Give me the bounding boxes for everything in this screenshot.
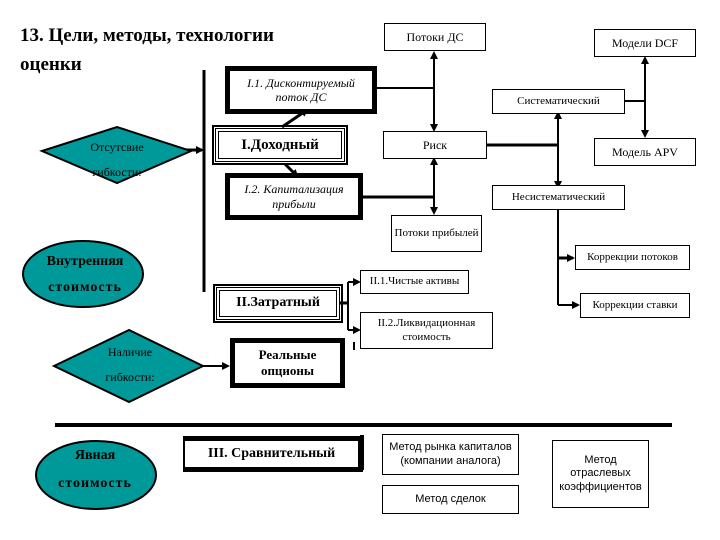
apv-model-box: Модель APV xyxy=(594,138,696,166)
dcf-method-box: I.1. Дисконтируемый поток ДС xyxy=(225,66,377,114)
deals-method-label: Метод сделок xyxy=(415,492,486,505)
title-line-1: 13. Цели, методы, технологии xyxy=(20,25,274,46)
capital-market-method-box: Метод рынка капиталов (компании аналога) xyxy=(382,434,519,475)
apv-model-label: Модель APV xyxy=(612,144,678,159)
liquidation-box: II.2.Ликвидационная стоимость xyxy=(360,312,493,349)
risk-label: Риск xyxy=(422,137,448,152)
explicit-line-1: Явная xyxy=(74,448,116,463)
systematic-box: Систематический xyxy=(492,89,625,114)
real-options-label: Реальные опционы xyxy=(258,347,317,378)
intrinsic-line-1: Внутренняя xyxy=(46,254,124,269)
rate-correction-box: Коррекции ставки xyxy=(580,293,690,318)
has-flex-line-1: Наличие xyxy=(107,345,153,359)
dcf-models-label: Модели DCF xyxy=(611,35,679,50)
capitalization-method-label: I.2. Капитализация прибыли xyxy=(244,182,344,211)
unsystematic-box: Несистематический xyxy=(492,185,625,210)
income-approach-box: I.Доходный xyxy=(212,125,348,165)
explicit-ellipse xyxy=(35,440,157,510)
explicit-line-2: стоимость xyxy=(58,476,132,491)
industry-ratios-method-label: Метод отраслевых коэффициентов xyxy=(559,454,642,493)
dcf-method-label: I.1. Дисконтируемый поток ДС xyxy=(247,75,355,104)
explicit-label: Явная стоимость xyxy=(35,448,155,492)
income-approach-label: I.Доходный xyxy=(241,137,319,153)
deals-method-box: Метод сделок xyxy=(382,485,519,514)
no-flex-line-1: Отсутсвие xyxy=(90,140,144,154)
cost-approach-label: II.Затратный xyxy=(236,295,320,311)
dcf-models-box: Модели DCF xyxy=(594,29,696,57)
has-flex-label: Наличие гибкости: xyxy=(70,345,190,385)
systematic-label: Систематический xyxy=(517,94,600,107)
real-options-box: Реальные опционы xyxy=(230,338,345,388)
industry-ratios-method-box: Метод отраслевых коэффициентов xyxy=(552,440,649,508)
title-line-2: оценки xyxy=(20,53,82,75)
no-flex-label: Отсутсвие гибкости: xyxy=(57,140,177,180)
cost-approach-box: II.Затратный xyxy=(213,284,343,323)
cash-flows-box: Потоки ДС xyxy=(384,23,486,51)
unsystematic-label: Несистематический xyxy=(511,190,606,203)
capitalization-method-box: I.2. Капитализация прибыли xyxy=(225,173,363,220)
has-flex-diamond xyxy=(51,328,206,404)
page-title: 13. Цели, методы, технологии оценки xyxy=(20,22,274,79)
intrinsic-label: Внутренняя стоимость xyxy=(25,254,145,296)
comparative-approach-box: III. Сравнительный xyxy=(183,436,363,472)
has-flex-line-2: гибкости: xyxy=(105,370,155,384)
capital-market-method-label: Метод рынка капиталов (компании аналога) xyxy=(389,441,512,467)
intrinsic-ellipse xyxy=(22,240,144,308)
net-assets-box: II.1.Чистые активы xyxy=(360,270,469,294)
rate-correction-label: Коррекции ставки xyxy=(592,298,678,311)
liquidation-label: II.2.Ликвидационная стоимость xyxy=(377,317,476,343)
no-flex-line-2: гибкости: xyxy=(92,165,142,179)
risk-box: Риск xyxy=(383,131,487,159)
profit-flows-label: Потоки прибылей xyxy=(394,226,479,239)
cash-flows-label: Потоки ДС xyxy=(406,29,464,44)
comparative-approach-label: III. Сравнительный xyxy=(207,445,336,461)
net-assets-label: II.1.Чистые активы xyxy=(369,275,460,288)
profit-flows-box: Потоки прибылей xyxy=(391,215,482,252)
flow-correction-box: Коррекции потоков xyxy=(575,245,690,270)
intrinsic-line-2: стоимость xyxy=(48,280,122,295)
no-flex-diamond xyxy=(39,125,194,185)
flow-correction-label: Коррекции потоков xyxy=(587,250,678,263)
